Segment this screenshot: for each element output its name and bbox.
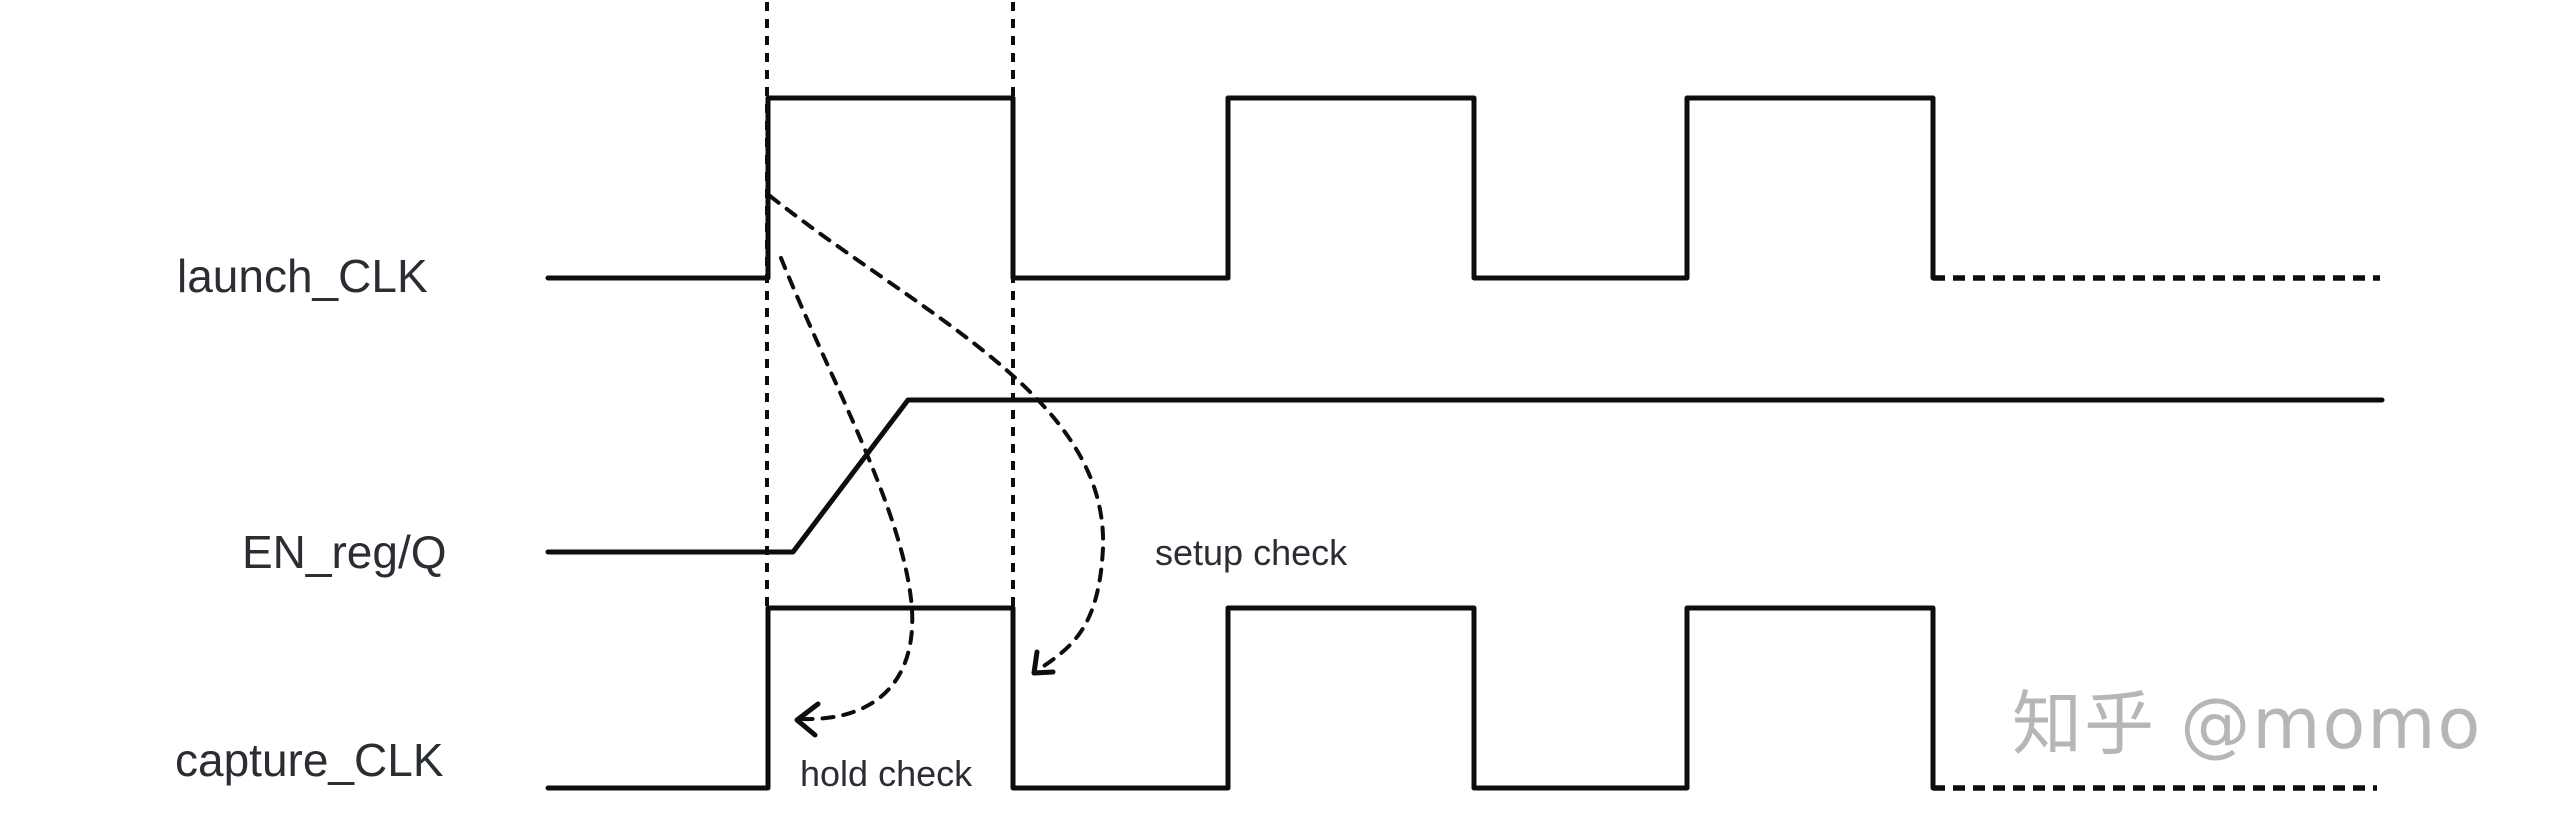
setup-check-arrowhead-icon — [1031, 649, 1056, 676]
hold-check-arrowhead-icon — [794, 701, 821, 738]
watermark-zhihu: 知乎 @momo — [2012, 683, 2482, 765]
en-reg-q-waveform — [545, 397, 2385, 555]
signal-label-capture-clk: capture_CLK — [175, 734, 444, 786]
signal-label-launch-clk: launch_CLK — [177, 250, 428, 302]
annotation-hold-check: hold check — [800, 753, 973, 794]
signal-label-en-reg-q: EN_reg/Q — [242, 526, 447, 578]
hold-check-arrow — [779, 256, 915, 722]
setup-check-arrow — [768, 194, 1106, 672]
annotation-setup-check: setup check — [1155, 532, 1348, 573]
launch-clk-waveform — [545, 95, 1936, 281]
capture-clk-waveform — [545, 605, 1936, 791]
